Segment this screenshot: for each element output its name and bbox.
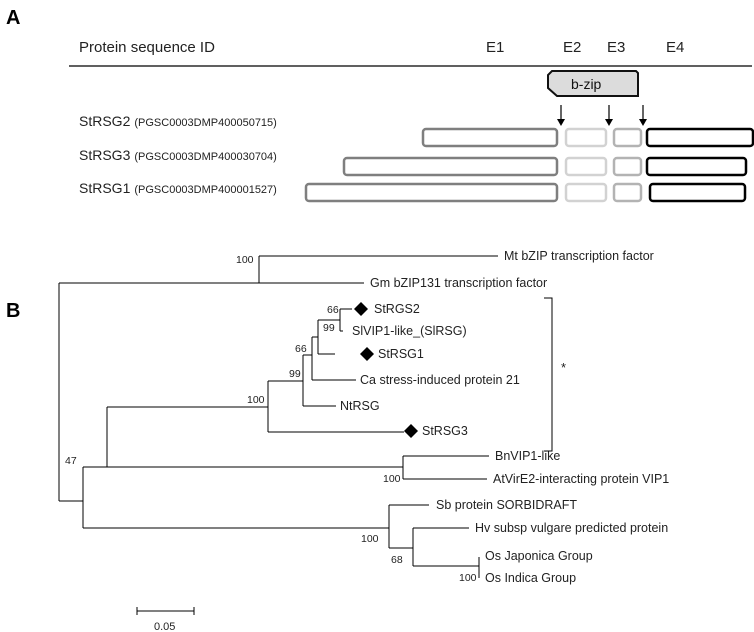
exon-label-e1: E1 (486, 39, 504, 56)
highlight-markers (354, 302, 418, 438)
protein-name: StRSG3 (79, 147, 131, 163)
leaf-label: Ca stress-induced protein 21 (360, 373, 520, 387)
exon-e4-box (648, 182, 747, 203)
protein-name: StRSG2 (79, 113, 131, 129)
arrow-down-icon (557, 105, 565, 126)
arrow-down-icon (639, 105, 647, 126)
leaf-label: Hv subsp vulgare predicted protein (475, 521, 668, 535)
exon-e2-box (564, 156, 608, 177)
exon-e1-box (342, 156, 559, 177)
protein-id: (PGSC0003DMP400001527) (134, 184, 276, 196)
exon-e3-box (612, 156, 643, 177)
bootstrap-value: 47 (65, 455, 77, 467)
leaf-label: Os Indica Group (485, 571, 576, 585)
protein-name: StRSG1 (79, 180, 131, 196)
bootstrap-value: 99 (289, 368, 301, 380)
leaf-label: NtRSG (340, 399, 380, 413)
splice-arrows (557, 105, 647, 126)
exon-e4-box (645, 156, 748, 177)
exon-label-e3: E3 (607, 39, 625, 56)
protein-row-strsg1: StRSG1(PGSC0003DMP400001527) (79, 180, 747, 203)
bootstrap-value: 66 (295, 343, 307, 355)
leaf-label: Gm bZIP131 transcription factor (370, 276, 547, 290)
bootstrap-value: 100 (236, 254, 254, 266)
leaf-label: BnVIP1-like (495, 449, 560, 463)
bootstrap-value: 100 (361, 533, 379, 545)
leaf-label: StRSG1 (378, 347, 424, 361)
bootstrap-value: 100 (383, 473, 401, 485)
diamond-icon (360, 347, 374, 361)
clade-bracket: * (544, 297, 566, 452)
exon-e4-box (645, 127, 754, 148)
diamond-icon (404, 424, 418, 438)
scale-bar-label: 0.05 (154, 621, 175, 632)
bootstrap-value: 100 (247, 394, 265, 406)
leaf-label: Sb protein SORBIDRAFT (436, 498, 577, 512)
protein-row-strsg3: StRSG3(PGSC0003DMP400030704) (79, 147, 748, 177)
svg-text:StRSG1(PGSC0003DMP400001527): StRSG1(PGSC0003DMP400001527) (79, 180, 277, 196)
protein-row-strsg2: StRSG2(PGSC0003DMP400050715) (79, 113, 754, 148)
bootstrap-value: 66 (327, 304, 339, 316)
protein-id: (PGSC0003DMP400050715) (134, 117, 276, 129)
leaf-label: StRGS2 (374, 302, 420, 316)
exon-e1-box (421, 127, 559, 148)
header-protein-sequence-id: Protein sequence ID (79, 39, 215, 56)
exon-e1-box (304, 182, 559, 203)
exon-e2-box (564, 127, 608, 148)
bootstrap-value: 99 (323, 322, 335, 334)
bootstrap-value: 68 (391, 554, 403, 566)
leaf-label: StRSG3 (422, 424, 468, 438)
exon-e3-box (612, 182, 643, 203)
exon-e2-box (564, 182, 608, 203)
leaf-label: AtVirE2-interacting protein VIP1 (493, 472, 669, 486)
bzip-label: b-zip (571, 76, 602, 92)
phylogenetic-tree (58, 255, 498, 578)
svg-text:StRSG2(PGSC0003DMP400050715): StRSG2(PGSC0003DMP400050715) (79, 113, 277, 129)
exon-label-e4: E4 (666, 39, 684, 56)
bzip-domain-tag: b-zip (547, 70, 639, 97)
leaf-label: Os Japonica Group (485, 549, 593, 563)
panel-a-letter: A (6, 7, 20, 29)
leaf-labels: Mt bZIP transcription factor Gm bZIP131 … (340, 249, 669, 585)
scale-bar: 0.05 (136, 607, 195, 632)
exon-label-e2: E2 (563, 39, 581, 56)
leaf-label: Mt bZIP transcription factor (504, 249, 654, 263)
panel-b-letter: B (6, 300, 20, 322)
leaf-label: SlVIP1-like_(SlRSG) (352, 324, 467, 338)
protein-id: (PGSC0003DMP400030704) (134, 151, 276, 163)
arrow-down-icon (605, 105, 613, 126)
bootstrap-value: 100 (459, 572, 477, 584)
diamond-icon (354, 302, 368, 316)
bootstrap-values: 100 66 99 66 99 100 47 100 100 68 100 (65, 254, 477, 584)
exon-e3-box (612, 127, 643, 148)
clade-asterisk: * (561, 360, 566, 375)
svg-text:StRSG3(PGSC0003DMP400030704): StRSG3(PGSC0003DMP400030704) (79, 147, 277, 163)
